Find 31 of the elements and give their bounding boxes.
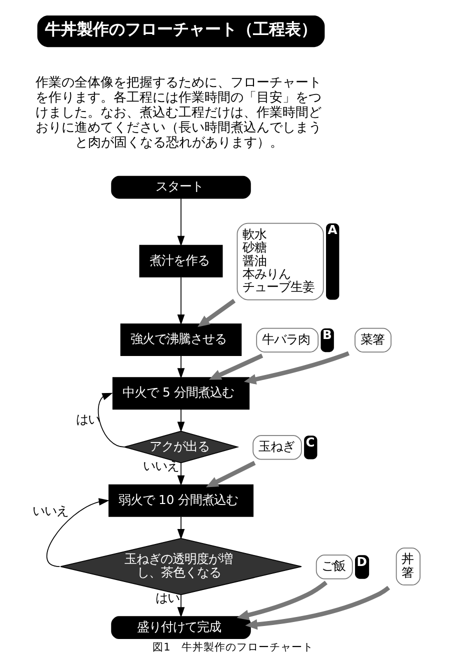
arrow <box>46 498 110 567</box>
arrow <box>209 354 264 380</box>
arrow <box>198 298 236 327</box>
caption: 図1 牛丼製作のフローチャート <box>152 642 314 654</box>
node-box: 盛り付けて完成 <box>111 616 251 640</box>
node-box: 中火で 5 分間煮込む <box>112 377 250 410</box>
arrow <box>206 460 256 488</box>
arrow <box>177 516 185 540</box>
arrow <box>177 276 185 326</box>
node-label: A <box>328 223 338 238</box>
arrow <box>98 392 124 448</box>
node-box: 強火で沸騰させる <box>120 324 242 356</box>
arrow <box>245 586 390 630</box>
node-box: 煮汁を作る <box>139 244 223 278</box>
arrow <box>177 594 185 618</box>
node-box: 菜箸 <box>354 328 392 353</box>
arrow <box>177 355 185 379</box>
arrow <box>236 580 328 620</box>
arrow <box>177 462 185 486</box>
arrow <box>177 408 185 432</box>
node-box: 丼 箸 <box>396 548 420 586</box>
node-box: スタート <box>111 176 251 199</box>
arrow <box>177 198 185 246</box>
node-label: C <box>306 435 315 450</box>
edge-label: いいえ <box>32 504 69 518</box>
node-label: D <box>356 554 367 569</box>
arrow <box>244 351 350 385</box>
diagram-title: 牛丼製作のフローチャート（工程表） <box>44 19 317 38</box>
node-box: 弱火で 10 分間煮込む <box>108 484 254 517</box>
node-label: B <box>322 328 332 342</box>
label: 作業の全体像を把握するために、フローチャートを作ります。各工程には作業時間の「目安」をつけました。なお、煮込む工程だけは、作業時間どおりに進めてください（長い時間煮込んでしまうと肉が固くなる恐れがあります）。 <box>36 76 322 150</box>
